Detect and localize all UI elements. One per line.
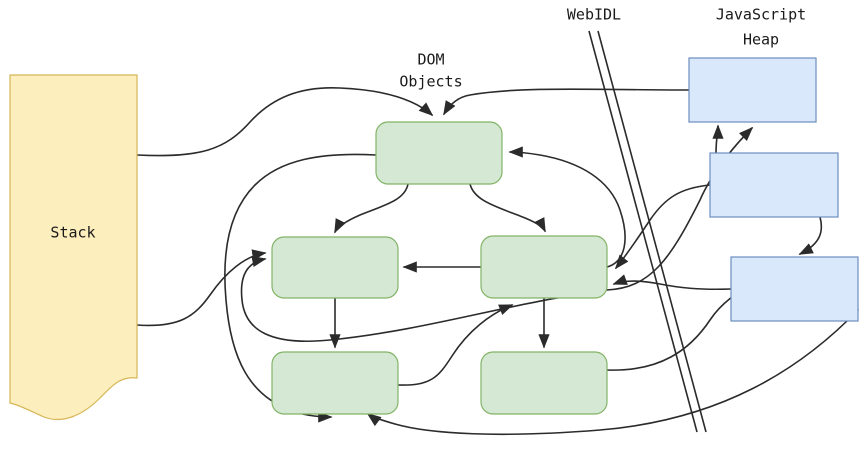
javascript-heap-label-line2: Heap <box>743 31 779 49</box>
dom-node-root[interactable] <box>375 121 503 185</box>
dom-node-bottom-right[interactable] <box>480 351 608 415</box>
javascript-heap-group <box>688 57 859 322</box>
webidl-boundary-line-left <box>588 30 698 433</box>
webidl-boundary-group <box>588 30 707 433</box>
edge-bottomleft-to-midright <box>397 304 514 386</box>
dom-node-mid-left[interactable] <box>271 236 399 299</box>
stack-node[interactable] <box>9 74 138 421</box>
heap-node-bottom[interactable] <box>730 256 859 322</box>
edge-domright-to-heaptop <box>606 126 754 291</box>
edge-heapmid-to-heaptop <box>712 124 724 154</box>
edge-heapmid-to-domright <box>615 184 711 270</box>
edge-heaptop-to-dom-root <box>443 88 690 116</box>
heap-node-middle[interactable] <box>709 152 839 218</box>
labels-layer: Stack DOM Objects WebIDL JavaScript Heap <box>50 6 806 242</box>
edge-right-long-to-bottomleft <box>366 309 859 436</box>
dom-objects-label-line2: Objects <box>399 73 462 91</box>
webidl-boundary-line-right <box>597 30 707 433</box>
dom-objects-group <box>271 121 608 415</box>
edge-deep-left-to-midleft-b <box>240 256 601 342</box>
edge-stack-lower-to-midleft-a <box>136 249 267 327</box>
stack-label: Stack <box>50 224 95 242</box>
dom-node-bottom-left[interactable] <box>271 351 399 415</box>
edge-stack-to-dom-root <box>136 87 434 157</box>
edge-heapbottom-to-domright <box>612 274 732 291</box>
dom-objects-label-line1: DOM <box>417 51 444 69</box>
javascript-heap-label-line1: JavaScript <box>716 6 806 24</box>
edge-domroot-to-midleft <box>334 183 409 234</box>
edge-domroot-to-midright <box>469 183 546 233</box>
edge-heapmid-bottom-to-heapbottom <box>798 216 823 255</box>
edge-midright-to-domroot <box>508 146 626 268</box>
heap-node-top[interactable] <box>688 57 817 123</box>
webidl-label: WebIDL <box>567 6 621 24</box>
dom-node-mid-right[interactable] <box>480 235 608 299</box>
edges-layer <box>136 87 859 436</box>
stack-node-group[interactable] <box>9 74 138 421</box>
